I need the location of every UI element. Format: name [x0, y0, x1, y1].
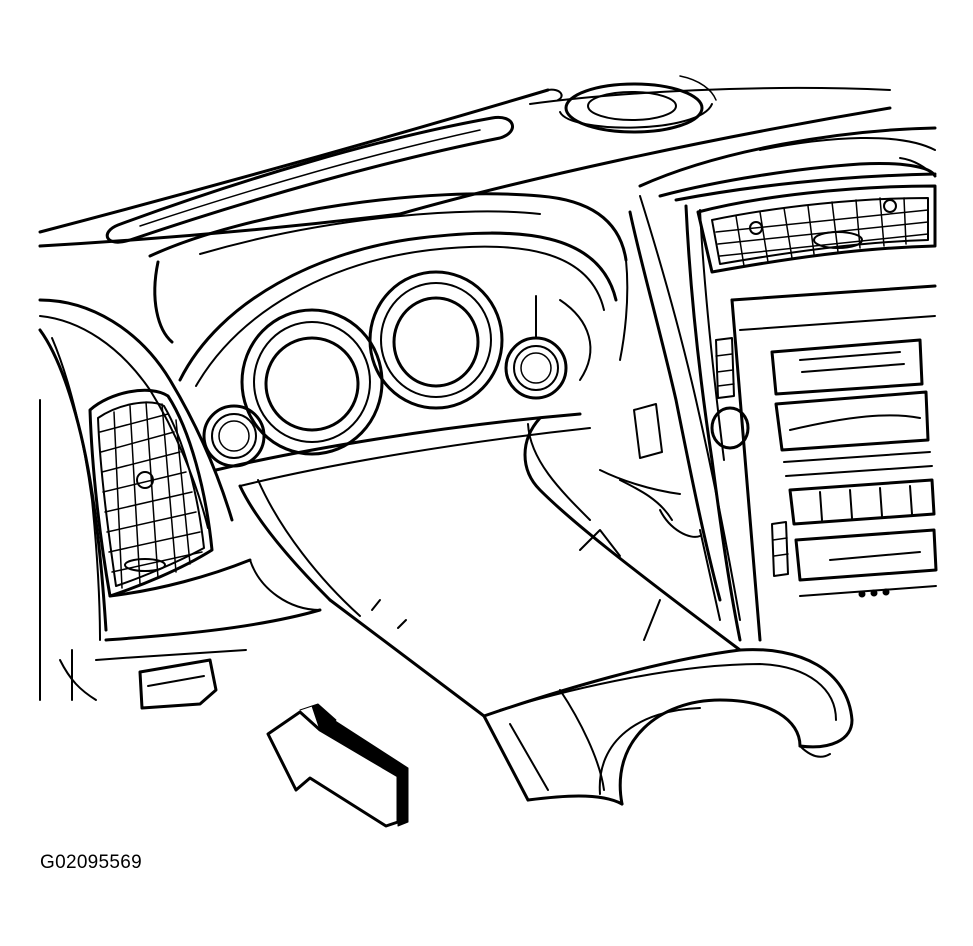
left-air-vent	[88, 388, 214, 598]
cd-slot	[774, 390, 930, 452]
instrument-gauges	[202, 270, 592, 487]
instrument-cluster-hood	[148, 192, 629, 387]
left-side-panel	[38, 298, 322, 710]
climate-control-panel	[794, 528, 938, 582]
radio-display	[770, 338, 924, 396]
tachometer-bezel	[368, 270, 504, 410]
center-air-vent	[696, 184, 937, 274]
installation-direction-arrow-icon	[266, 703, 409, 828]
speedometer-bezel	[240, 308, 384, 456]
lower-left-bracket	[138, 658, 218, 710]
center-stack	[619, 162, 938, 642]
radio-buttons-row	[788, 478, 936, 526]
knob	[710, 406, 750, 450]
dash-top-surface	[38, 75, 937, 248]
steering-column-cover	[238, 416, 854, 806]
figure-id-label: G02095569	[40, 852, 143, 873]
